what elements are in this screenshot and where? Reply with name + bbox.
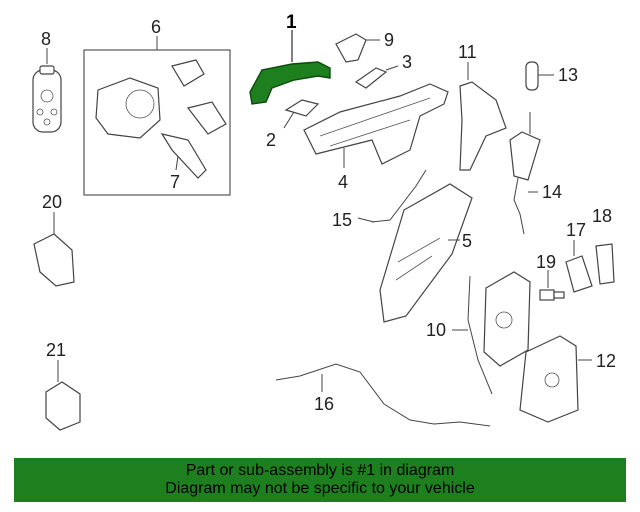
part-2[interactable] <box>284 99 320 117</box>
part-5-panel[interactable] <box>379 183 473 323</box>
callout-3: 3 <box>402 52 412 72</box>
part-14-rod[interactable] <box>509 112 541 235</box>
callout-5: 5 <box>462 231 472 251</box>
part-21[interactable] <box>45 381 81 431</box>
callout-10: 10 <box>426 320 446 340</box>
banner-line-1: Part or sub-assembly is #1 in diagram <box>185 462 455 479</box>
part-10-latch[interactable] <box>467 271 531 395</box>
callout-18: 18 <box>592 206 612 226</box>
part-20[interactable] <box>33 233 75 287</box>
callout-2: 2 <box>266 130 276 150</box>
part-3[interactable] <box>354 67 388 89</box>
banner-line-2: Diagram may not be specific to your vehi… <box>165 480 475 497</box>
part-18[interactable] <box>595 243 615 285</box>
callout-12: 12 <box>596 351 616 371</box>
callout-15: 15 <box>332 210 352 230</box>
callout-19: 19 <box>536 252 556 272</box>
part-9[interactable] <box>335 33 367 63</box>
part-6-lock-set-box[interactable] <box>83 49 231 196</box>
part-4-handle-carrier[interactable] <box>303 83 449 165</box>
callout-8: 8 <box>41 29 51 49</box>
part-19-bolt[interactable] <box>539 289 565 301</box>
callout-1: 1 <box>286 12 297 33</box>
callout-16: 16 <box>314 394 334 414</box>
callout-14: 14 <box>542 182 562 202</box>
callout-4: 4 <box>338 172 348 192</box>
info-banner: Part or sub-assembly is #1 in diagram Di… <box>14 458 626 502</box>
part-1-door-handle[interactable] <box>249 61 331 105</box>
part-16-cable[interactable] <box>275 363 491 427</box>
callout-9: 9 <box>384 30 394 50</box>
part-15-rod[interactable] <box>371 169 427 223</box>
callout-20: 20 <box>42 192 62 212</box>
part-12[interactable] <box>519 335 579 423</box>
callout-13: 13 <box>558 65 578 85</box>
callout-11: 11 <box>458 42 477 62</box>
part-11[interactable] <box>459 81 507 171</box>
part-13[interactable] <box>525 61 539 91</box>
part-17[interactable] <box>565 255 593 293</box>
part-8-key-fob[interactable] <box>32 65 62 133</box>
callout-17: 17 <box>566 220 586 240</box>
callout-6: 6 <box>151 17 161 37</box>
parts-diagram: 8 6 7 1 9 3 2 4 11 <box>32 12 616 431</box>
callout-21: 21 <box>46 340 66 360</box>
callout-7: 7 <box>170 172 180 192</box>
